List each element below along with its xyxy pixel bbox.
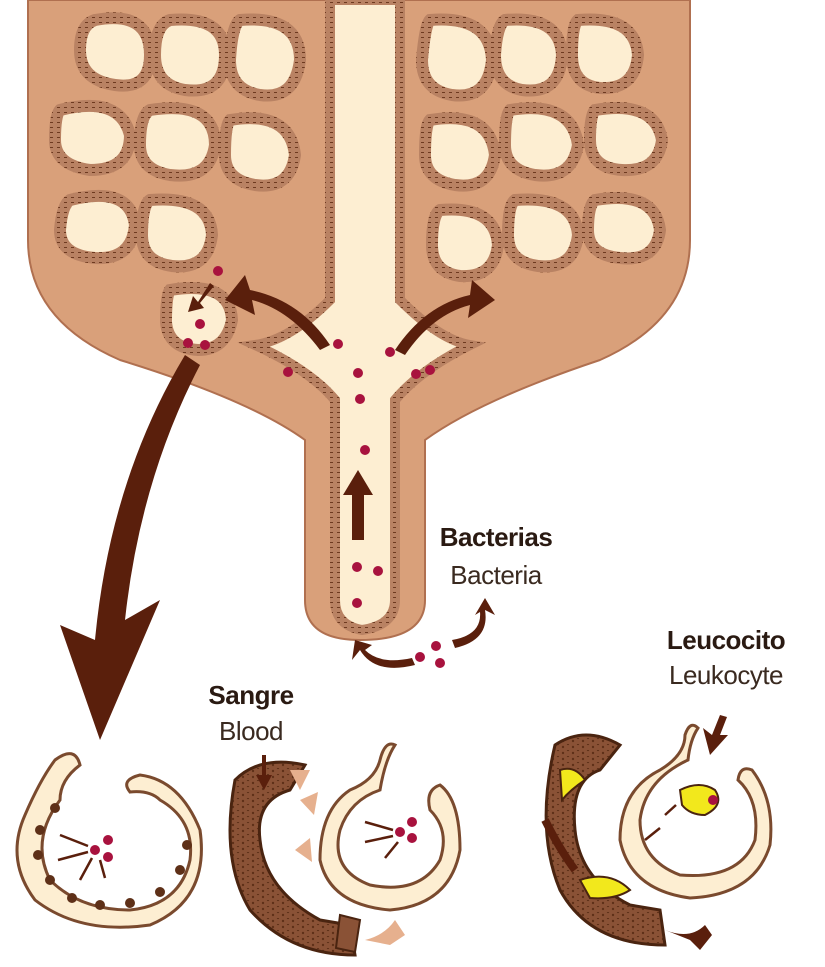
label-leukocyte-es: Leucocito [667, 627, 785, 653]
label-bacteria-es: Bacterias [440, 524, 553, 550]
label-bacteria-en: Bacteria [450, 562, 541, 588]
alveolus-panel-1 [17, 754, 201, 928]
label-blood-en: Blood [219, 718, 283, 744]
right-alveoli-cluster [422, 19, 662, 276]
label-blood-es: Sangre [208, 682, 293, 708]
alveolus-panel-2 [230, 744, 460, 955]
label-leukocyte-en: Leukocyte [669, 662, 783, 688]
alveolus-panel-3 [545, 715, 771, 950]
